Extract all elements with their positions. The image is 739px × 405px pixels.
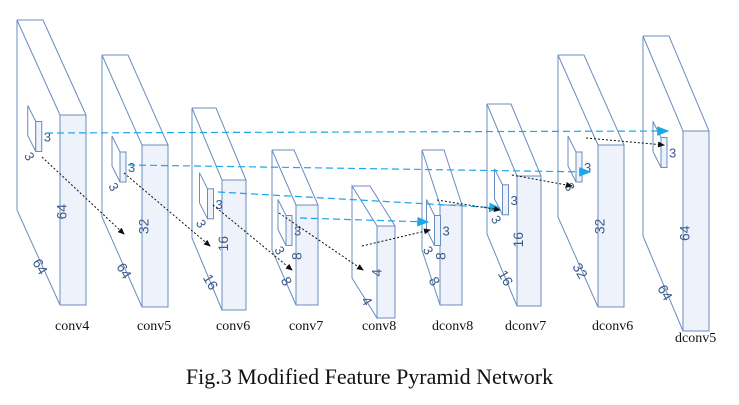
lateral-arrow [45, 126, 670, 136]
block-face-front [376, 225, 396, 319]
feature-size-label: 16 [215, 236, 231, 252]
block-edge-top [487, 103, 542, 177]
feature-size-label: 4 [369, 269, 385, 277]
sampling-arrow [212, 204, 293, 271]
kernel-size-label: 3 [669, 146, 676, 161]
block-edge-top [352, 185, 396, 227]
figure-caption: Fig.3 Modified Feature Pyramid Network [185, 364, 554, 389]
layer-name-conv8: conv8 [362, 319, 396, 334]
sampling-arrow [278, 212, 364, 271]
feature-depth-label: 16 [200, 271, 222, 293]
block-edge-top [558, 54, 625, 146]
feature-depth-label: 16 [495, 267, 517, 289]
feature-depth-label: 32 [569, 260, 591, 282]
kernel-size-label: 3 [511, 193, 518, 208]
kernel-size-label: 3 [294, 224, 301, 239]
block-face-front [295, 204, 319, 306]
kernel-box-front [119, 151, 127, 183]
block-edge-top [192, 107, 247, 181]
feature-size-label: 64 [54, 204, 70, 220]
block-face-front [516, 175, 542, 307]
layer-name-dconv8: dconv8 [432, 319, 473, 334]
feature-size-label: 64 [677, 225, 693, 241]
block-edge-top [102, 54, 169, 146]
sampling-arrow [123, 172, 211, 247]
feature-size-label: 16 [510, 232, 526, 248]
feature-depth-label: 64 [113, 260, 135, 282]
block-edge-top [643, 35, 710, 132]
kernel-box-front [207, 188, 214, 220]
layer-name-dconv7: dconv7 [505, 319, 546, 334]
kernel-box-front [35, 121, 43, 152]
kernel-size-label: 3 [443, 224, 450, 239]
block-edge-top [17, 19, 87, 116]
sampling-arrow [436, 199, 501, 213]
block-face-front [59, 114, 87, 306]
feature-depth-label: 64 [654, 282, 676, 304]
sampling-arrow [41, 156, 125, 235]
lateral-arrow [127, 164, 592, 177]
layer-name-conv6: conv6 [216, 319, 250, 334]
kernel-box-front [660, 137, 668, 168]
kernel-size-label: 3 [216, 197, 223, 212]
block-edge-top [422, 149, 463, 206]
kernel-box-front [575, 151, 583, 183]
feature-depth-label: 64 [29, 256, 51, 278]
block-face-front [141, 144, 169, 308]
kernel-box-front [285, 215, 293, 246]
layer-name-dconv5: dconv5 [675, 331, 716, 346]
kernel-size-label: 3 [128, 160, 135, 175]
layer-name-conv7: conv7 [289, 319, 323, 334]
kernel-size-label: 3 [44, 130, 51, 145]
block-face-front [682, 130, 710, 332]
sampling-arrow [585, 137, 665, 148]
kernel-box-front [502, 184, 509, 216]
kernel-size-label: 3 [584, 160, 591, 175]
feature-size-label: 32 [136, 218, 152, 234]
layer-block-dconv5: 3 64 64 dconv5 [642, 35, 716, 346]
feature-size-label: 32 [592, 218, 608, 234]
layer-name-conv4: conv4 [55, 319, 89, 334]
feature-size-label: 8 [433, 252, 449, 260]
layer-name-conv5: conv5 [137, 319, 171, 334]
block-edge-top [272, 149, 319, 206]
layer-name-dconv6: dconv6 [592, 319, 633, 334]
block-face-front [597, 144, 625, 308]
lateral-arrow [217, 191, 502, 213]
kernel-box-front [434, 215, 441, 246]
feature-size-label: 8 [289, 252, 305, 260]
block-face-front [221, 179, 247, 311]
